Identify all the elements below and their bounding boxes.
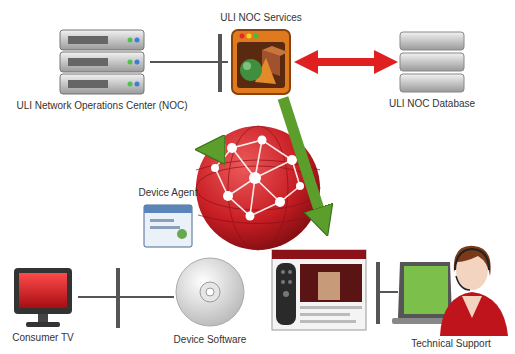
node-label: ULI NOC Database [389,98,475,110]
database-node: ULI NOC Database [398,30,466,94]
noc-server-node: ULI Network Operations Center (NOC) [58,28,146,96]
tv-icon [14,268,72,327]
services-node: ULI NOC Services [230,28,292,96]
node-label: ULI NOC Services [220,12,302,24]
flow-arrow [210,144,226,155]
agent-window-icon [144,205,192,247]
server-icon [60,30,144,94]
support-icon [392,246,508,336]
connector-line [380,291,398,293]
connector-line [78,296,174,298]
connector-line [150,61,228,63]
software-node: Device Software [176,256,244,330]
node-label: Device Agent [139,187,198,199]
web-page-icon [272,250,366,330]
node-label: ULI Network Operations Center (NOC) [16,100,187,112]
node-label: Consumer TV [12,332,74,344]
flow-arrow [306,58,386,66]
agent-node: Device Agent [142,203,194,249]
services-icon [232,30,290,94]
cd-icon [176,258,244,326]
node-label: Technical Support [411,338,491,350]
database-icon [400,32,464,92]
node-label: Device Software [174,334,247,346]
support-node: Technical Support [392,244,510,334]
connector-bar [376,262,380,324]
tv-node: Consumer TV [12,266,74,328]
flow-arrow [283,98,323,222]
